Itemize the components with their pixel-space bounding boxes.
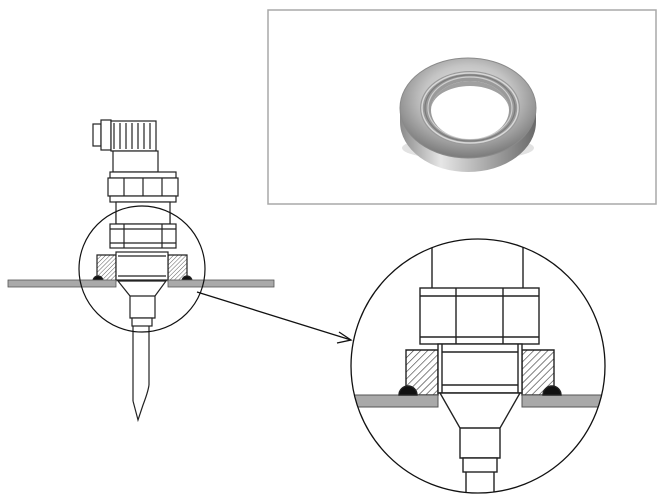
probe <box>116 280 168 423</box>
detail-circle <box>350 238 606 494</box>
detail-marker-circle <box>78 205 206 333</box>
mounting-plate-left <box>7 279 117 288</box>
weld-bead-left <box>398 385 418 396</box>
knurled-nut <box>107 171 179 203</box>
weld-socket-photo-panel <box>267 9 657 205</box>
connector-plug <box>92 119 159 173</box>
detail-plate-right <box>521 394 605 408</box>
weld-socket-ring-photo-icon <box>399 57 537 172</box>
detail-plate-left <box>351 394 439 408</box>
sensor-overview-drawing <box>7 119 275 423</box>
mounting-plate-right <box>167 279 275 288</box>
detail-arrow <box>196 291 353 344</box>
sensor-detail-view <box>350 238 606 494</box>
weld-bead-right <box>542 385 562 396</box>
